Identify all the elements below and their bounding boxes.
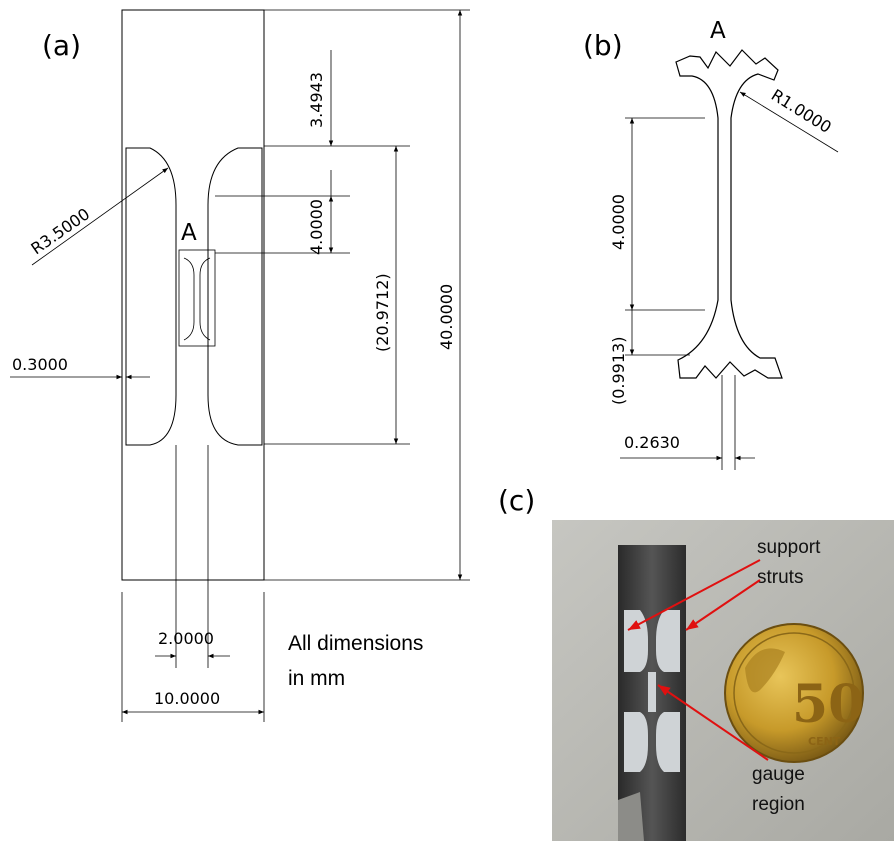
dim-10-0000: 10.0000 (154, 689, 220, 708)
photo-specimen (618, 545, 686, 841)
callout-gauge: gauge (752, 764, 805, 785)
coin-text: CENT (808, 735, 841, 748)
arrow-strut-left (627, 559, 761, 631)
dim-40-0000: 40.0000 (437, 284, 456, 350)
callout-region: region (752, 794, 805, 815)
dim-20-9712: (20.9712) (373, 273, 392, 352)
panel-c: (c) 50 CENT support struts gauge region (498, 484, 894, 841)
dim-0-2630: 0.2630 (624, 433, 680, 452)
dim-2-0000: 2.0000 (158, 629, 214, 648)
dim-r3-5000: R3.5000 (27, 204, 93, 258)
detail-outline (675, 49, 783, 379)
arrow-strut-right (685, 579, 761, 631)
panel-a-label: (a) (42, 29, 81, 62)
panel-c-label: (c) (498, 484, 535, 517)
units-note-line2: in mm (288, 667, 345, 690)
panel-b: (b) A R1.0000 4.0000 (0.9913) 0.2630 (583, 18, 839, 470)
coin: 50 CENT (724, 623, 864, 763)
left-cutout (125, 147, 177, 446)
panel-b-label: (b) (583, 29, 623, 62)
dim-4-0000-b: 4.0000 (609, 194, 628, 250)
panel-a: (a) A 3.4943 4.0000 (20.9712) 40.0000 (10, 9, 470, 722)
dim-0-9913: (0.9913) (609, 337, 628, 405)
dim-0-3000: 0.3000 (12, 355, 68, 374)
arrow-gauge (657, 684, 769, 761)
detail-marker-b: A (710, 18, 726, 44)
dim-4-0000-a: 4.0000 (307, 199, 326, 255)
units-note-line1: All dimensions (288, 632, 423, 655)
gauge-inner (183, 257, 211, 341)
coin-value: 50 (792, 674, 864, 735)
callout-struts: struts (757, 567, 803, 588)
callout-support: support (757, 537, 821, 558)
detail-box-a (178, 249, 216, 347)
specimen-outline (121, 9, 265, 581)
dim-3-4943: 3.4943 (307, 72, 326, 128)
detail-marker-a: A (181, 220, 197, 246)
right-cutout (207, 147, 263, 446)
